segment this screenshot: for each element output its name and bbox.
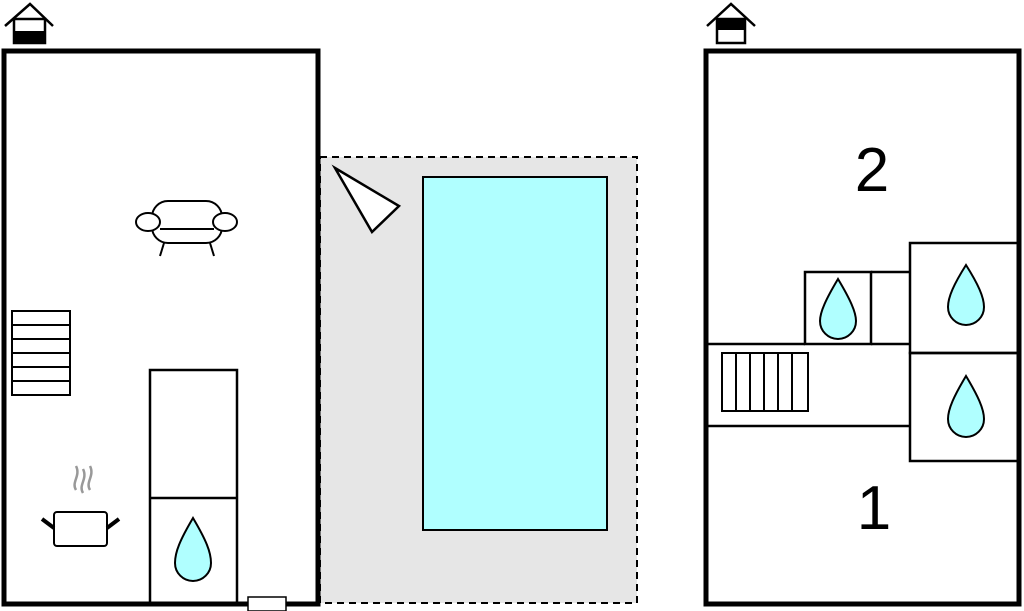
entrance-door — [247, 596, 287, 611]
upper-floor-walls — [708, 241, 1020, 463]
water-drop-icon — [173, 516, 213, 582]
sofa-icon — [135, 200, 238, 257]
ground-floor-house-icon — [4, 2, 54, 45]
upper-floor-house-icon — [706, 2, 756, 45]
stairs-icon — [721, 352, 809, 412]
water-drop-icon — [946, 263, 986, 326]
bathroom — [148, 368, 239, 606]
water-drop-icon — [946, 374, 986, 438]
stairs-icon — [11, 310, 71, 396]
cooking-pot-icon — [40, 465, 121, 547]
swimming-pool — [422, 176, 608, 531]
parasol-icon — [331, 164, 402, 235]
bedroom-number-1: 1 — [857, 474, 891, 543]
bedroom-number-2: 2 — [855, 136, 889, 205]
water-drop-icon — [818, 277, 858, 340]
